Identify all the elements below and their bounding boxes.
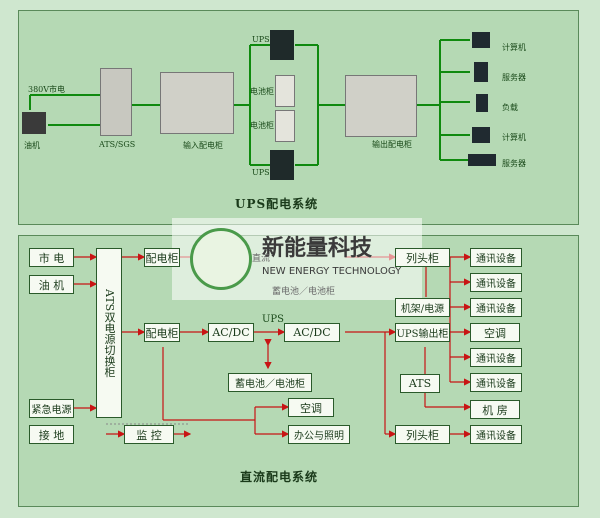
aircon-1-box: 空调 bbox=[288, 398, 334, 417]
watermark-fragment-1: 蓄电池／电池柜 bbox=[272, 287, 336, 297]
ups-top-label: UPS bbox=[252, 35, 270, 44]
comm-device-4: 通讯设备 bbox=[470, 348, 522, 367]
input-cab-label: 输入配电柜 bbox=[183, 141, 223, 150]
input-cabinet-image bbox=[160, 72, 234, 134]
ats-box: ATS bbox=[400, 374, 440, 393]
ups-out-box: UPS输出柜 bbox=[395, 323, 450, 342]
office-box: 办公与照明 bbox=[288, 425, 350, 444]
computer-1-label: 计算机 bbox=[502, 43, 526, 52]
comm-device-3: 通讯设备 bbox=[470, 298, 522, 317]
ups-label: UPS bbox=[262, 314, 285, 325]
ats-label: ATS/SGS bbox=[99, 140, 136, 149]
output-cab-label: 输出配电柜 bbox=[372, 140, 412, 149]
watermark: 新能量科技 NEW ENERGY TECHNOLOGY 蓄电池／电池柜 直流 bbox=[172, 218, 422, 300]
acdc-1-box: AC/DC bbox=[208, 323, 254, 342]
server-2-label: 服务器 bbox=[502, 159, 526, 168]
rack-power-box: 机架/电源 bbox=[395, 298, 450, 317]
ats-switch-box: ATS双电源切换柜 bbox=[96, 248, 122, 418]
rack-head-2-box: 列头柜 bbox=[395, 425, 450, 444]
acdc-2-box: AC/DC bbox=[284, 323, 340, 342]
emergency-box: 紧急电源 bbox=[29, 399, 74, 418]
server-1-label: 服务器 bbox=[502, 73, 526, 82]
bottom-title: 直流配电系统 bbox=[240, 470, 319, 484]
computer-1-image bbox=[472, 32, 490, 48]
aircon-2-box: 空调 bbox=[470, 323, 520, 342]
city-power-box: 市 电 bbox=[29, 248, 74, 267]
top-title: UPS配电系统 bbox=[235, 197, 319, 211]
comm-device-6: 通讯设备 bbox=[470, 425, 522, 444]
comm-device-2: 通讯设备 bbox=[470, 273, 522, 292]
comm-device-5: 通讯设备 bbox=[470, 373, 522, 392]
dist-1-box: 配电柜 bbox=[144, 248, 180, 267]
output-cabinet-image bbox=[345, 75, 417, 137]
server-1-image bbox=[474, 62, 488, 82]
watermark-en: NEW ENERGY TECHNOLOGY bbox=[262, 266, 402, 277]
watermark-globe-icon bbox=[190, 228, 252, 290]
rack-head-1-box: 列头柜 bbox=[395, 248, 450, 267]
mains-label: 380V市电 bbox=[28, 85, 66, 94]
genset-label: 油机 bbox=[24, 141, 40, 150]
battery-box: 蓄电池／电池柜 bbox=[228, 373, 312, 392]
battery-cab-2-label: 电池柜 bbox=[250, 121, 274, 130]
genset-image bbox=[22, 112, 46, 134]
dist-2-box: 配电柜 bbox=[144, 323, 180, 342]
battery-cab-1-label: 电池柜 bbox=[250, 87, 274, 96]
oil-engine-box: 油 机 bbox=[29, 275, 74, 294]
load-label: 负载 bbox=[502, 103, 518, 112]
ats-cabinet-image bbox=[100, 68, 132, 136]
battery-cabinet-2-image bbox=[275, 110, 295, 142]
server-2-image bbox=[468, 154, 496, 166]
ups-bottom-label: UPS bbox=[252, 168, 270, 177]
watermark-cn: 新能量科技 bbox=[262, 236, 373, 261]
ground-box: 接 地 bbox=[29, 425, 74, 444]
ups-top-image bbox=[270, 30, 294, 60]
computer-2-label: 计算机 bbox=[502, 133, 526, 142]
ups-bottom-image bbox=[270, 150, 294, 180]
monitor-box: 监 控 bbox=[124, 425, 174, 444]
computer-2-image bbox=[472, 127, 490, 143]
battery-cabinet-1-image bbox=[275, 75, 295, 107]
room-box: 机 房 bbox=[470, 400, 520, 419]
comm-device-1: 通讯设备 bbox=[470, 248, 522, 267]
load-image bbox=[476, 94, 488, 112]
watermark-fragment-2: 直流 bbox=[252, 254, 271, 264]
